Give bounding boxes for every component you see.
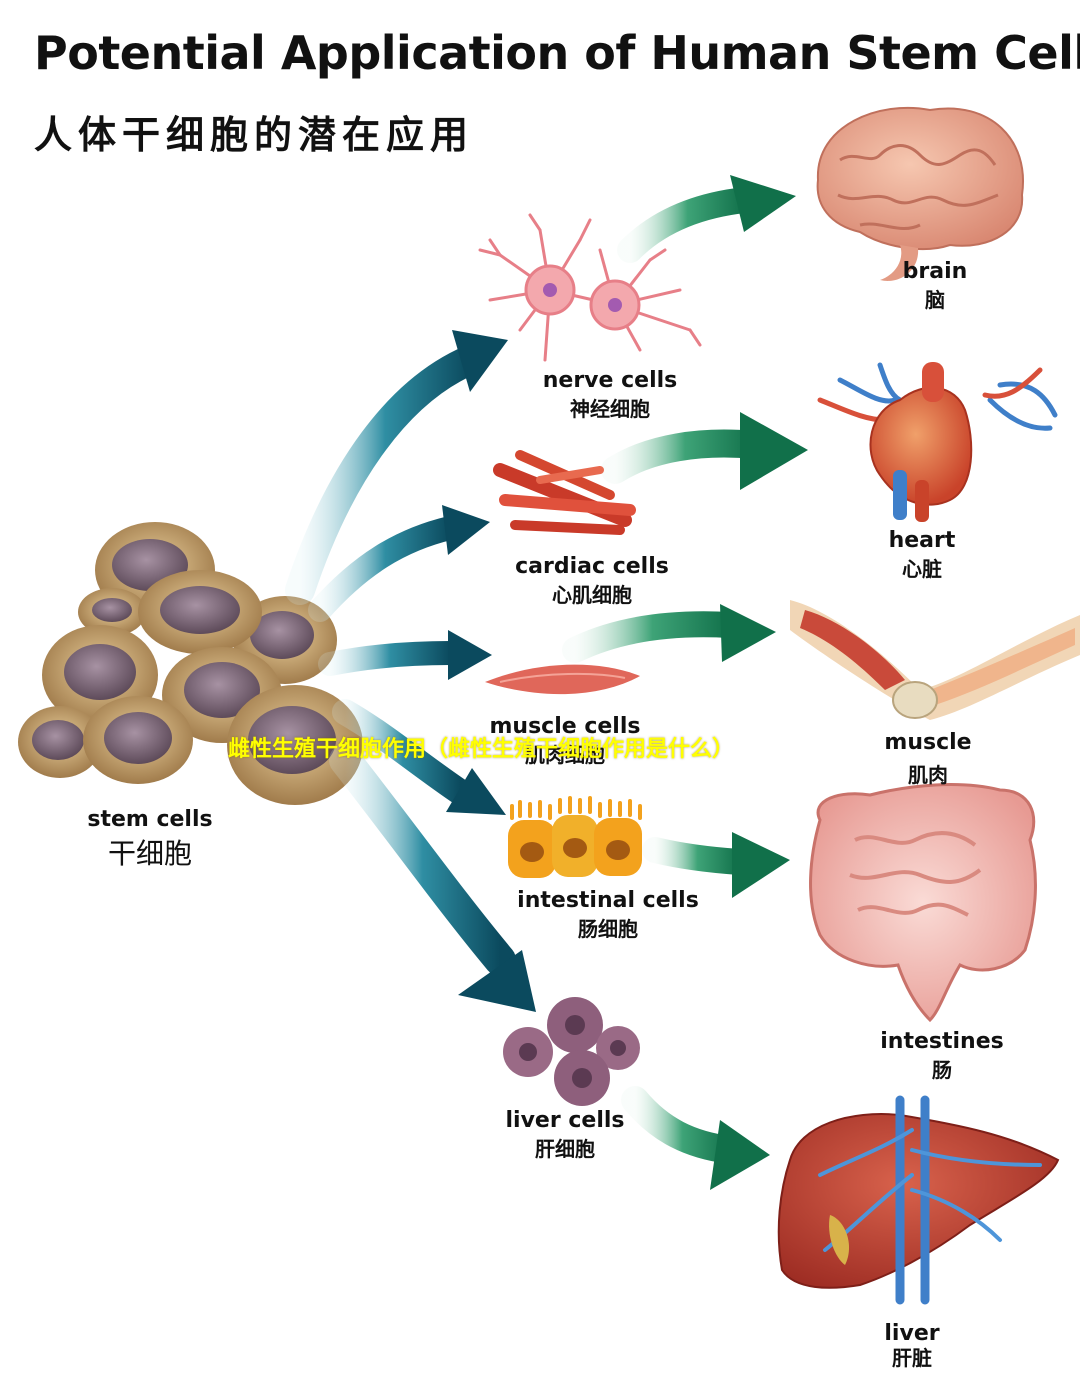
label-cardiac-cells: cardiac cells 心肌细胞 [497,553,687,609]
label-intestines-zh: 肠 [932,1058,952,1082]
label-stem-cells-zh: 干细胞 [107,837,192,870]
stem-to-cell-arrows [285,330,536,1012]
label-heart-zh: 心脏 [902,557,942,581]
brain-illustration [816,106,1024,281]
intestines-illustration [809,783,1037,1023]
arrow-to-muscle-cells [318,630,492,680]
label-nerve-cells-en: nerve cells [542,368,678,393]
arrow-to-heart [601,412,808,490]
label-heart-en: heart [888,528,956,553]
watermark-text: 雌性生殖干细胞作用（雌性生殖干细胞作用是什么） [228,737,735,762]
label-stem-cells: stem cells 干细胞 [80,806,220,874]
label-brain: brain 脑 [885,258,985,314]
label-intestinal-cells: intestinal cells 肠细胞 [498,887,718,943]
label-intestinal-cells-zh: 肠细胞 [578,917,638,941]
label-muscle-en: muscle [884,730,972,755]
arrow-to-liver [621,1086,770,1190]
arm-muscle-illustration [790,600,1080,720]
label-heart: heart 心脏 [872,527,972,583]
label-liver-en: liver [884,1321,940,1346]
label-intestines: intestines 肠 [872,1028,1012,1084]
cell-to-organ-arrows [562,175,808,1190]
label-cardiac-cells-zh: 心肌细胞 [552,583,632,607]
label-liver-cells-en: liver cells [505,1108,625,1133]
label-muscle-cells: muscle cells 肌肉细胞 [470,713,660,769]
heart-illustration [817,362,1058,522]
stem-cell-cluster [18,522,363,805]
arrow-to-nerve-cells [285,330,508,605]
label-intestinal-cells-en: intestinal cells [517,888,699,913]
arrow-to-muscle [562,604,776,663]
page-subtitle: 人体干细胞的潜在应用 [34,113,475,157]
label-liver-zh: 肝脏 [892,1346,932,1370]
arrow-to-cardiac-cells [308,505,490,622]
intestinal-cells-illustration [508,796,642,878]
page-title: Potential Application of Human Stem Cell… [34,26,1080,80]
label-muscle: muscle 肌肉 [873,729,983,789]
arrow-to-liver-cells [329,744,536,1012]
label-liver: liver 肝脏 [862,1321,962,1371]
label-brain-zh: 脑 [925,288,945,312]
liver-illustration [777,1095,1060,1305]
label-stem-cells-en: stem cells [87,807,213,832]
nerve-cells-illustration [478,213,702,362]
label-cardiac-cells-en: cardiac cells [515,554,669,579]
label-brain-en: brain [902,259,968,284]
arrow-to-intestines [642,832,790,898]
arrow-to-brain [617,175,796,263]
arrow-to-intestinal-cells [332,699,506,815]
label-muscle-cells-zh: 肌肉细胞 [525,743,605,767]
liver-cells-illustration [503,997,640,1106]
label-liver-cells-zh: 肝细胞 [535,1137,595,1161]
label-liver-cells: liver cells 肝细胞 [485,1107,645,1163]
cardiac-cells-illustration [493,450,636,535]
label-intestines-en: intestines [880,1029,1004,1054]
label-nerve-cells: nerve cells 神经细胞 [520,367,700,423]
label-muscle-zh: 肌肉 [908,763,948,787]
label-muscle-cells-en: muscle cells [489,714,641,739]
muscle-cells-illustration [485,664,640,695]
label-nerve-cells-zh: 神经细胞 [570,397,650,421]
